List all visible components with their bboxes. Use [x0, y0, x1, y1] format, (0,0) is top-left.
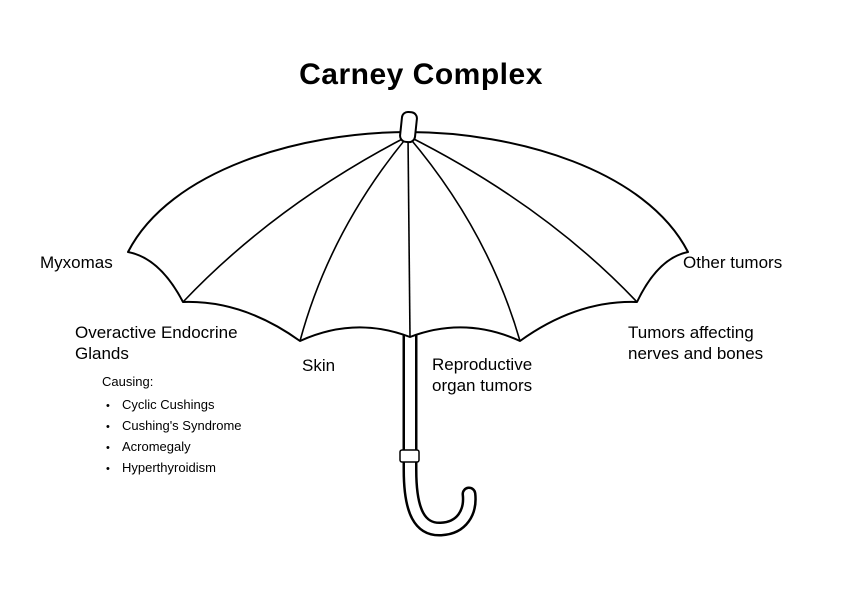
page-title: Carney Complex [299, 58, 543, 91]
causing-block: Causing: • Cyclic Cushings • Cushing's S… [102, 374, 242, 479]
bullet-icon: • [106, 400, 110, 412]
umbrella-canopy [127, 131, 689, 342]
list-item: • Acromegaly [106, 437, 242, 458]
bullet-icon: • [106, 463, 110, 475]
umbrella-ferrule [399, 110, 418, 144]
list-item: • Cyclic Cushings [106, 395, 242, 416]
label-reproductive-organ-tumors: Reproductive organ tumors [432, 355, 533, 395]
bullet-icon: • [106, 442, 110, 454]
list-item: • Hyperthyroidism [106, 458, 242, 479]
causing-list: • Cyclic Cushings • Cushing's Syndrome •… [102, 395, 242, 479]
list-item-label: Hyperthyroidism [122, 460, 216, 475]
umbrella-handle [399, 326, 477, 537]
label-skin: Skin [302, 356, 336, 375]
list-item: • Cushing's Syndrome [106, 416, 242, 437]
label-other-tumors: Other tumors [683, 253, 783, 272]
list-item-label: Acromegaly [122, 439, 191, 454]
bullet-icon: • [106, 421, 110, 433]
list-item-label: Cyclic Cushings [122, 397, 215, 412]
label-myxomas: Myxomas [40, 253, 113, 272]
label-tumors-nerves-bones: Tumors affecting nerves and bones [628, 323, 764, 363]
causing-heading: Causing: [102, 374, 154, 389]
label-overactive-endocrine-glands: Overactive Endocrine Glands [75, 323, 238, 363]
list-item-label: Cushing's Syndrome [122, 418, 242, 433]
